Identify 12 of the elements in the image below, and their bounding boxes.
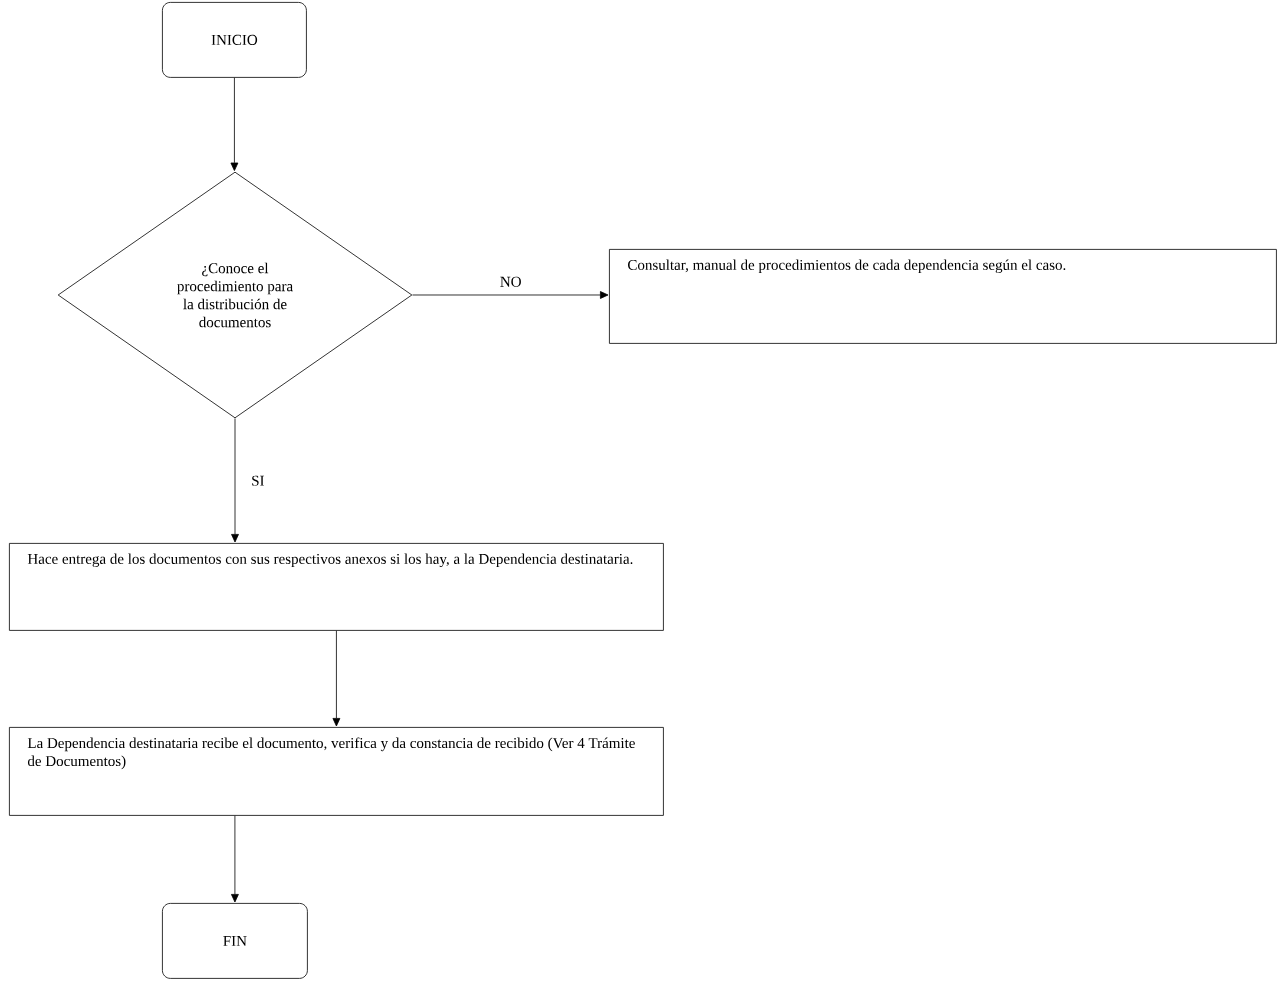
process-box: Consultar, manual de procedimientos de cada dependencia según el caso. bbox=[609, 249, 1277, 344]
arrow bbox=[231, 418, 239, 543]
terminal-box: FIN bbox=[162, 903, 308, 979]
edge-label: SI bbox=[249, 473, 267, 488]
edge-label: NO bbox=[497, 274, 524, 289]
arrow bbox=[230, 77, 239, 171]
terminal-box: INICIO bbox=[162, 2, 307, 78]
process-box: Hace entrega de los documentos con sus respectivos anexos si los hay, a la Dependencia destinataria. bbox=[9, 543, 664, 631]
arrow bbox=[332, 630, 341, 727]
process-box: La Dependencia destinataria recibe el documento, verifica y da constancia de recibido (Ver 4 Trámite de Documentos) bbox=[9, 727, 664, 816]
arrow bbox=[231, 815, 239, 903]
arrow bbox=[412, 291, 609, 299]
